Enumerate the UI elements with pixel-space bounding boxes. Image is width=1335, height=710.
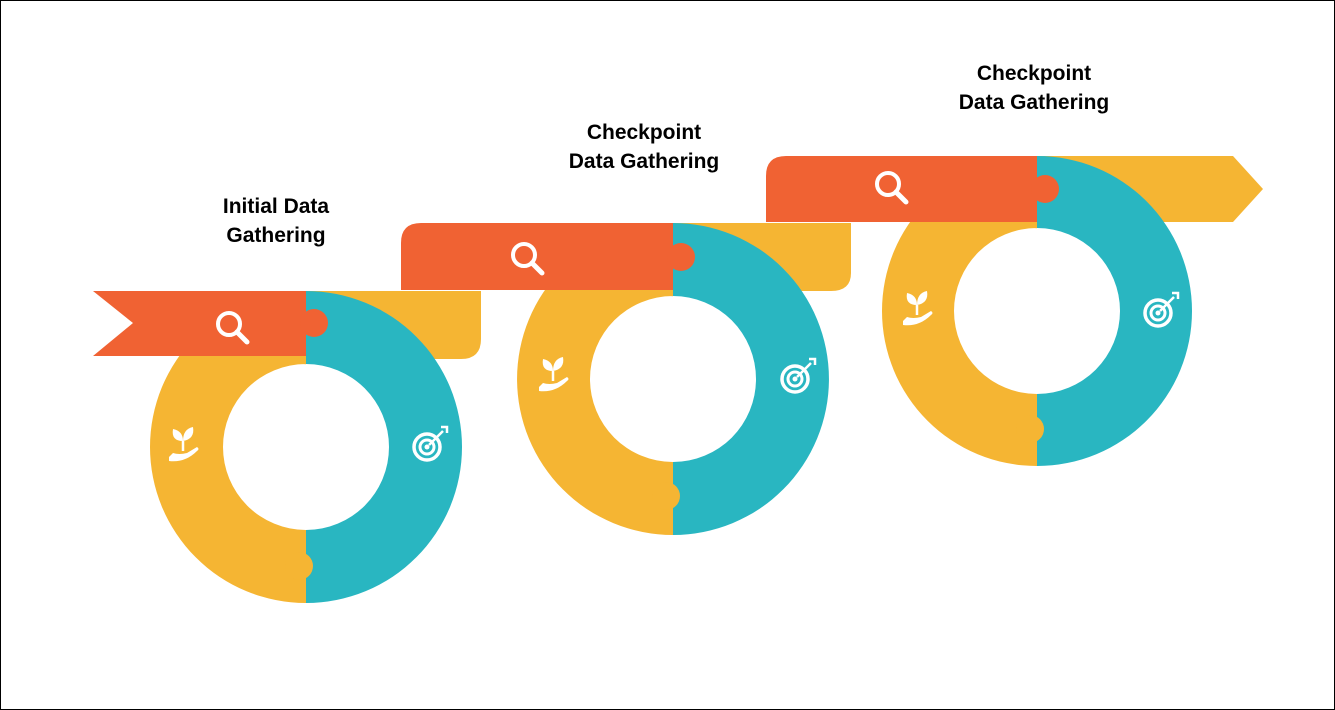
stage-2-orange-knob xyxy=(667,243,695,271)
stage-2-title: Checkpoint Data Gathering xyxy=(549,118,739,176)
search-icon xyxy=(511,242,545,276)
stage-1-title-line2: Gathering xyxy=(226,224,326,247)
stage-1-teal-half xyxy=(306,291,462,603)
stage-1-yellow-half xyxy=(150,291,306,603)
stage-1-title-line1: Initial Data xyxy=(222,195,330,218)
plant-in-hand-icon xyxy=(903,291,933,326)
stage-1-orange-banner xyxy=(93,291,306,356)
stage-1-ring xyxy=(93,291,481,603)
stage-3-ring xyxy=(766,156,1263,466)
stage-3-orange-banner xyxy=(766,156,1037,222)
stage-3-yellow-half xyxy=(882,156,1037,466)
stage-2-title-line1: Checkpoint xyxy=(586,121,702,144)
plant-in-hand-icon xyxy=(169,427,199,462)
stage-2-orange-banner xyxy=(401,223,673,290)
stage-2-yellow-knob xyxy=(652,482,680,510)
stage-2-teal-half xyxy=(673,223,829,535)
stage-3-title-line1: Checkpoint xyxy=(976,62,1092,85)
target-icon xyxy=(412,425,449,462)
stage-3-orange-knob xyxy=(1031,175,1059,203)
stage-1-orange-knob xyxy=(300,309,328,337)
stage-3-yellow-knob xyxy=(1016,415,1044,443)
stage-2-title-line2: Data Gathering xyxy=(568,150,720,173)
stage-3-teal-half xyxy=(1037,156,1192,466)
stage-3-title: Checkpoint Data Gathering xyxy=(939,59,1129,117)
plant-in-hand-icon xyxy=(539,357,569,392)
target-icon xyxy=(1143,291,1180,328)
stage-2-yellow-half xyxy=(517,223,673,535)
stage-1-yellow-knob xyxy=(285,552,313,580)
search-icon xyxy=(216,311,250,345)
stage-2-ring xyxy=(401,223,851,535)
stage-1-title: Initial Data Gathering xyxy=(196,192,356,250)
search-icon xyxy=(875,171,909,205)
stage-3-title-line2: Data Gathering xyxy=(958,91,1110,114)
target-icon xyxy=(780,357,817,394)
